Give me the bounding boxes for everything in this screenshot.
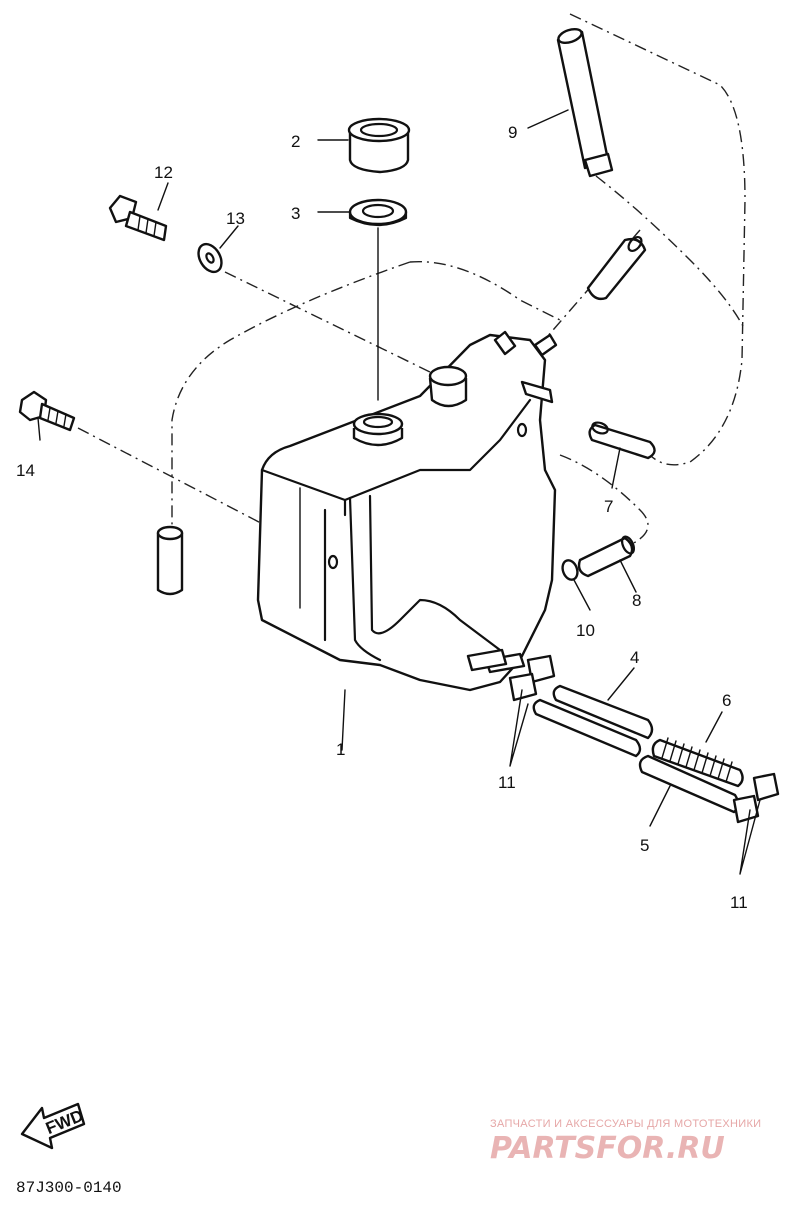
callout-labels: 1 2 3 4 5 6 7 8 9 10 11 11 12 13 14 [16, 123, 748, 912]
callout-9: 9 [508, 123, 517, 142]
callout-7: 7 [604, 497, 613, 516]
bolt-part-12 [108, 194, 168, 242]
hose-part-7 [588, 421, 656, 460]
oring-part-10 [561, 559, 579, 581]
callout-11a: 11 [498, 773, 516, 792]
callout-8: 8 [632, 591, 641, 610]
callout-1: 1 [336, 740, 345, 759]
callout-2: 2 [291, 132, 300, 151]
watermark-tagline: ЗАПЧАСТИ И АКСЕССУАРЫ ДЛЯ МОТОТЕХНИКИ [490, 1118, 761, 1130]
callout-14: 14 [16, 461, 35, 480]
clamp-part-11-right [732, 772, 780, 824]
hose-part-8 [577, 535, 636, 578]
fwd-arrow-icon: FWD [20, 1102, 86, 1150]
cap-part-2 [347, 117, 411, 174]
hose-part-4 [532, 684, 654, 758]
callout-11b: 11 [730, 893, 748, 912]
bolt-part-14 [18, 390, 76, 432]
callout-10: 10 [576, 621, 595, 640]
spring-part-6 [651, 737, 744, 788]
drawing-code: 87J300-0140 [16, 1179, 122, 1197]
hose-left [156, 525, 184, 596]
leader-lines [37, 109, 761, 875]
callout-5: 5 [640, 836, 649, 855]
callout-6: 6 [722, 691, 731, 710]
clamp-part-11-left [508, 654, 556, 702]
callout-3: 3 [291, 204, 300, 223]
callout-13: 13 [226, 209, 245, 228]
hose-connector-upper [586, 235, 647, 301]
hose-part-9 [556, 27, 614, 178]
gasket-part-3 [348, 198, 408, 227]
callout-12: 12 [154, 163, 173, 182]
callout-4: 4 [630, 648, 639, 667]
oil-tank-part-1 [256, 330, 558, 692]
assembly-guide-lines [77, 13, 746, 561]
washer-part-13 [197, 242, 223, 274]
watermark-brand: PARTSFOR.RU [490, 1131, 725, 1166]
watermark: ЗАПЧАСТИ И АКСЕССУАРЫ ДЛЯ МОТОТЕХНИКИ PA… [490, 1118, 761, 1166]
